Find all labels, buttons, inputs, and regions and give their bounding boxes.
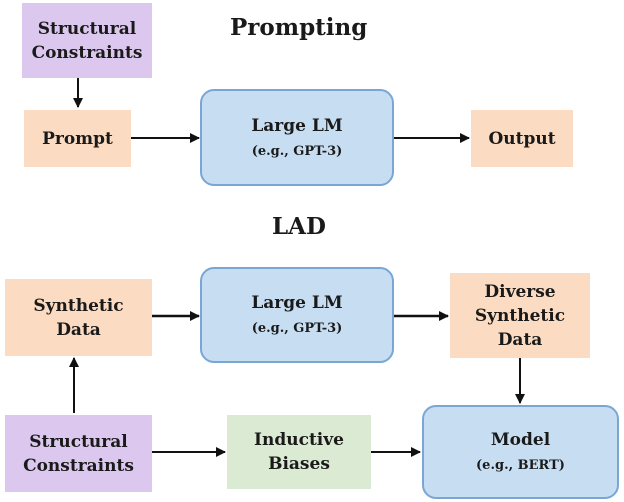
output-label: Output [488,128,556,149]
prompt-label: Prompt [42,128,113,149]
model-label: Model [490,430,551,450]
inductive-biases-label-1: Inductive [254,430,344,450]
prompting-large-lm-example: (e.g., GPT-3) [251,143,343,159]
prompting-structural-constraints-label-2: Constraints [31,42,143,63]
lad-large-lm-box: Large LM (e.g., GPT-3) [200,267,394,363]
lad-structural-constraints-label-1: Structural [29,431,128,452]
lad-large-lm-label: Large LM [251,293,343,313]
diverse-synthetic-data-box: Diverse Synthetic Data [450,273,590,358]
synthetic-data-label-1: Synthetic [33,295,124,316]
inductive-biases-label-2: Biases [268,454,330,474]
prompting-structural-constraints-box: Structural Constraints [22,3,152,78]
lad-structural-constraints-label-2: Constraints [23,455,134,476]
lad-structural-constraints-box: Structural Constraints [5,415,152,492]
diverse-synthetic-data-label-3: Data [497,329,543,350]
prompting-large-lm-label: Large LM [251,115,343,136]
synthetic-data-box: Synthetic Data [5,279,152,356]
lad-title: LAD [272,213,326,240]
output-box: Output [471,110,573,167]
model-box: Model (e.g., BERT) [422,405,619,499]
prompting-title: Prompting [230,14,368,41]
synthetic-data-label-2: Data [56,319,101,340]
prompt-box: Prompt [24,110,131,167]
model-example: (e.g., BERT) [476,458,565,473]
inductive-biases-box: Inductive Biases [227,415,371,489]
prompting-large-lm-box: Large LM (e.g., GPT-3) [200,89,394,186]
prompting-structural-constraints-label-1: Structural [37,18,137,39]
diverse-synthetic-data-label-2: Synthetic [474,305,566,326]
lad-large-lm-example: (e.g., GPT-3) [251,321,343,336]
diverse-synthetic-data-label-1: Diverse [484,281,556,302]
